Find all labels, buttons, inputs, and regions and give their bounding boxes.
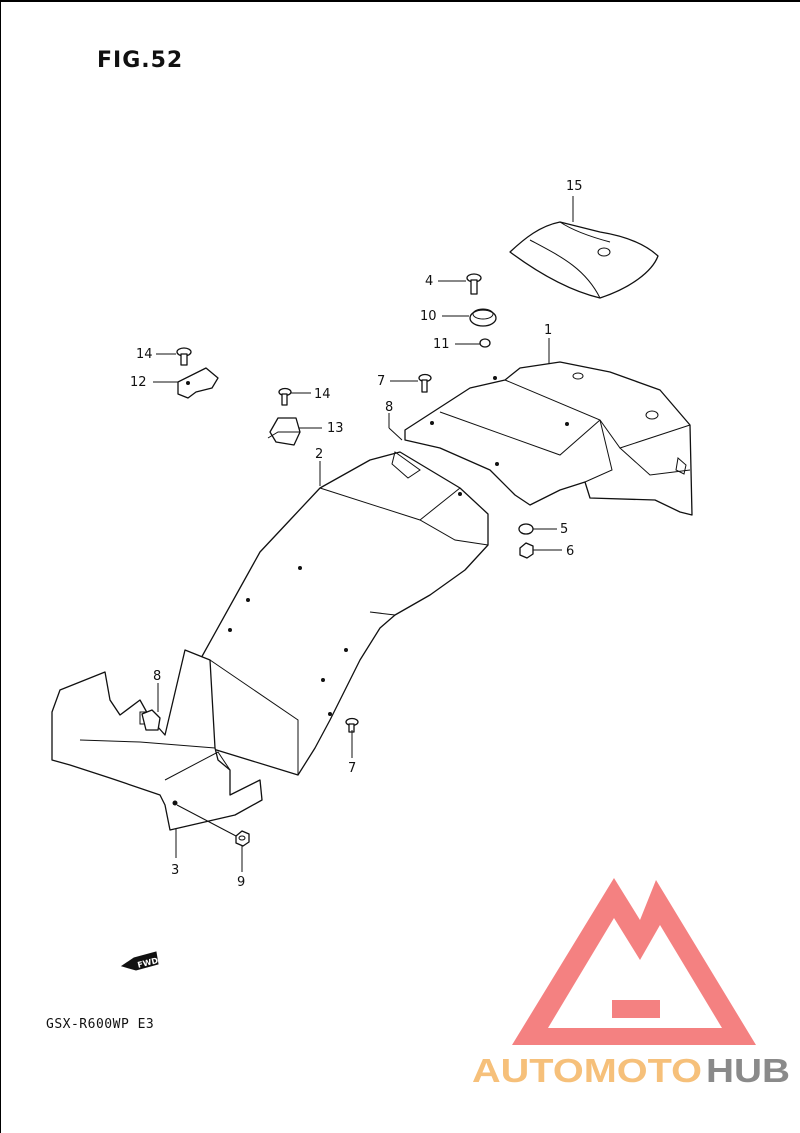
screw-4-icon bbox=[466, 273, 482, 295]
nut-11-icon bbox=[479, 338, 491, 348]
figure-title: FIG.52 bbox=[97, 48, 184, 73]
callout-13: 13 bbox=[327, 421, 344, 436]
callout-8-lower: 8 bbox=[153, 669, 161, 684]
nut-6-icon bbox=[519, 542, 534, 559]
leader-lines bbox=[153, 196, 574, 872]
screw-7-lower-icon bbox=[345, 717, 359, 733]
callout-4: 4 bbox=[425, 274, 433, 289]
callout-9: 9 bbox=[237, 875, 245, 890]
clamp-12-icon bbox=[177, 367, 219, 399]
callout-6: 6 bbox=[566, 544, 574, 559]
screw-14-left-icon bbox=[176, 347, 192, 366]
callout-7-lower: 7 bbox=[348, 761, 356, 776]
screw-14-right-icon bbox=[278, 387, 292, 406]
callout-14-left: 14 bbox=[136, 347, 153, 362]
part-2-rear-fender bbox=[199, 451, 489, 776]
washer-5-icon bbox=[518, 523, 534, 535]
callout-7-upper: 7 bbox=[377, 374, 385, 389]
automotohub-logo: AUTOMOTO HUB bbox=[472, 878, 790, 1089]
clip-8-lower-icon bbox=[141, 709, 161, 731]
callout-14-right: 14 bbox=[314, 387, 331, 402]
callout-12: 12 bbox=[130, 375, 147, 390]
callout-10: 10 bbox=[420, 309, 437, 324]
logo-text-hub: HUB bbox=[706, 1052, 790, 1089]
callout-8-upper: 8 bbox=[385, 400, 393, 415]
part-15-seat-pouch bbox=[509, 221, 659, 299]
callout-11: 11 bbox=[433, 337, 450, 352]
logo-triangle-icon bbox=[512, 878, 756, 1045]
forward-arrow-icon: FWD bbox=[120, 951, 159, 971]
washer-10-icon bbox=[469, 308, 497, 327]
callout-2: 2 bbox=[315, 447, 323, 462]
callout-1: 1 bbox=[544, 323, 552, 338]
callout-3: 3 bbox=[171, 863, 179, 878]
part-1-rear-fender-bracket bbox=[404, 361, 693, 516]
logo-text-automoto: AUTOMOTO bbox=[472, 1052, 702, 1089]
callout-5: 5 bbox=[560, 522, 568, 537]
clip-13-icon bbox=[267, 417, 301, 446]
bolt-9-icon bbox=[235, 830, 250, 847]
model-label: GSX-R600WP E3 bbox=[46, 1017, 155, 1032]
part-3-lower-bracket bbox=[51, 649, 263, 831]
screw-7-upper-icon bbox=[418, 373, 432, 393]
callout-15: 15 bbox=[566, 179, 583, 194]
